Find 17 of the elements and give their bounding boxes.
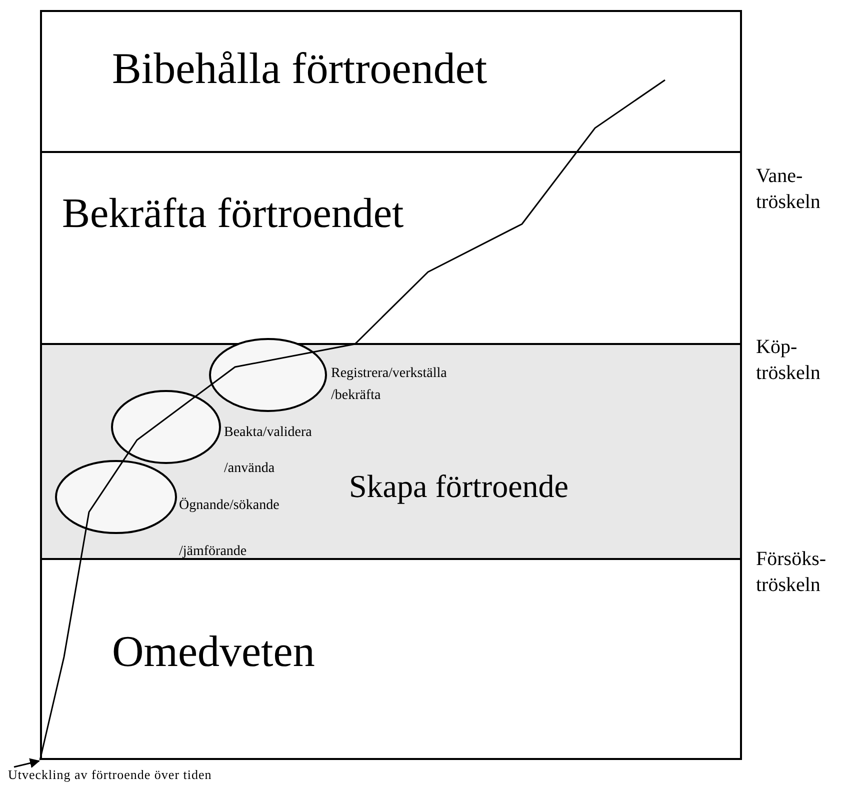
stage-label: Beakta/validera /använda: [224, 424, 313, 478]
axis-caption: Utveckling av förtroende över tiden: [8, 767, 213, 782]
threshold-label: Vane- tröskeln: [756, 164, 822, 215]
band-title: Bekräfta förtroendet: [62, 193, 404, 235]
band-title: Bibehålla förtroendet: [112, 47, 488, 91]
threshold-label: Köp- tröskeln: [756, 335, 822, 386]
arrow: [14, 758, 40, 768]
ellipse: [111, 390, 221, 464]
ellipse: [55, 460, 177, 534]
stage-label: Ögnande/sökande /jämförande: [179, 496, 280, 561]
threshold-label: Försöks- tröskeln: [756, 547, 828, 598]
stage-band: [40, 151, 742, 345]
stage-band: [40, 558, 742, 760]
band-title: Skapa förtroende: [349, 470, 568, 502]
ellipse: [209, 338, 327, 412]
band-title: Omedveten: [112, 630, 315, 674]
stage-label: Registrera/verkställa /bekräfta: [331, 365, 448, 405]
